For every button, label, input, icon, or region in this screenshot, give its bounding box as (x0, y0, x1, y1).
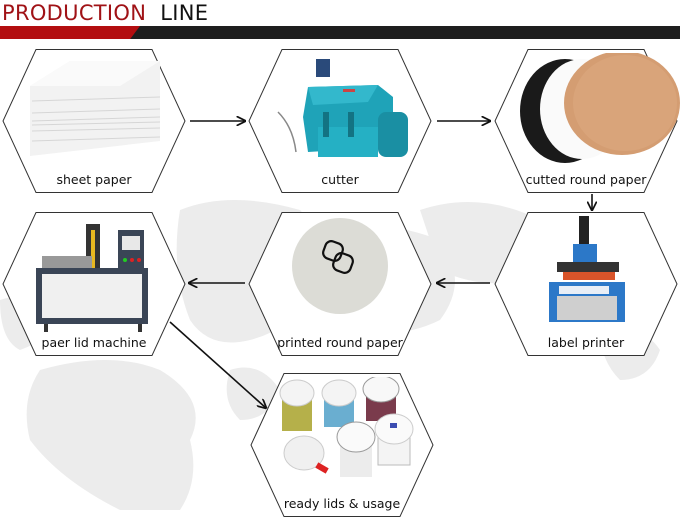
round-paper-discs-icon (520, 53, 680, 163)
step-label: sheet paper (56, 172, 132, 187)
die-cutting-machine-icon (277, 59, 408, 157)
title-line: LINE (160, 1, 209, 25)
page-title: PRODUCTION LINE (2, 0, 208, 26)
step-cutted-round-paper: cutted round paper (494, 49, 680, 193)
printed-disc-icon (292, 218, 388, 314)
step-label: label printer (547, 335, 625, 350)
step-label: ready lids & usage (283, 496, 401, 511)
step-sheet-paper: sheet paper (2, 49, 186, 193)
lid-forming-machine-icon (36, 224, 148, 332)
paper-stack-icon (30, 61, 160, 156)
header-bar (0, 26, 680, 39)
step-printed-round-paper: printed round paper (248, 212, 432, 356)
step-cutter: cutter (248, 49, 432, 193)
hot-stamping-printer-icon (549, 216, 625, 322)
step-label-printer: label printer (494, 212, 678, 356)
step-ready-lids-usage: ready lids & usage (250, 373, 434, 517)
step-label: paer lid machine (41, 335, 147, 350)
header-bar-accent (0, 26, 140, 39)
step-label: printed round paper (277, 335, 403, 350)
step-paper-lid-machine: paer lid machine (2, 212, 186, 356)
finished-lids-icon (279, 377, 414, 477)
step-label: cutter (321, 172, 359, 187)
title-production: PRODUCTION (2, 1, 147, 25)
step-label: cutted round paper (525, 172, 647, 187)
